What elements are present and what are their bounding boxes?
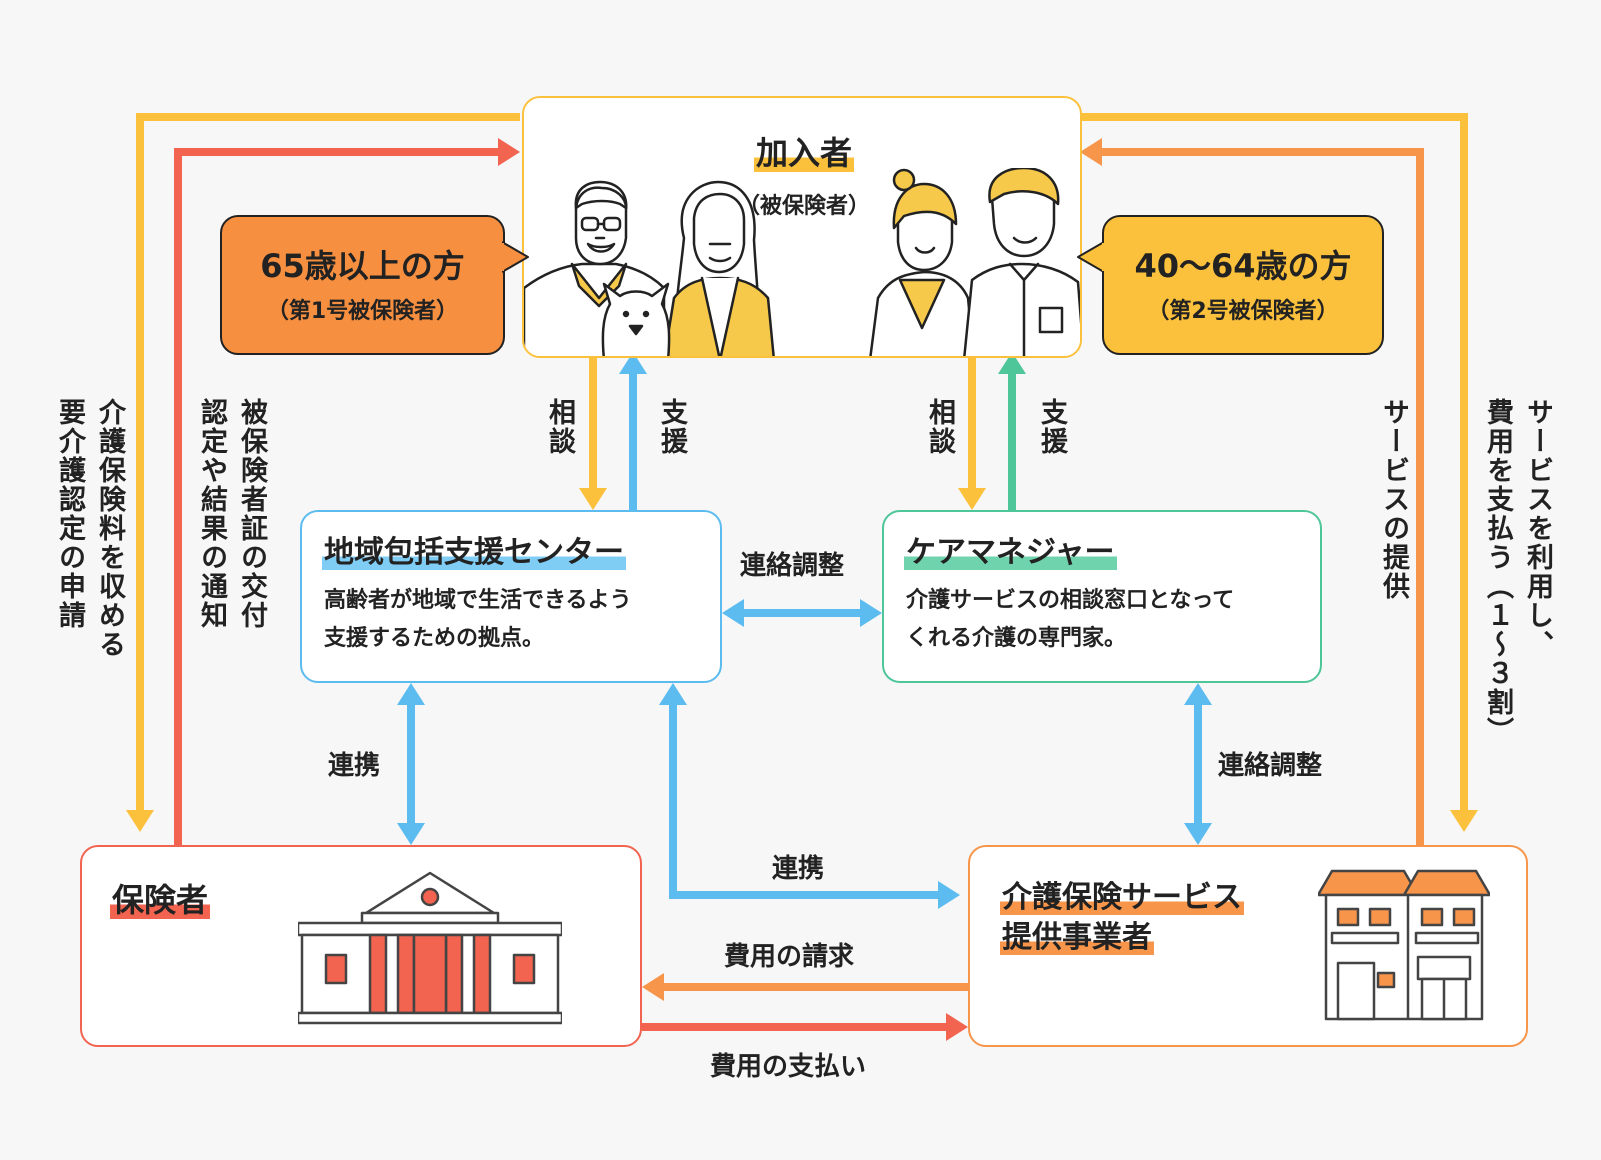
center-title: 地域包括支援センター	[322, 535, 626, 570]
arrow-head-liaison2-top	[1184, 683, 1212, 705]
member-title: 加入者	[753, 134, 854, 172]
label-cooperation-left: 連携	[328, 751, 381, 781]
label-payment: 費用の支払い	[710, 1052, 867, 1082]
arrow-service-orange	[1100, 148, 1424, 845]
arrow-head-coop2-right	[938, 881, 960, 909]
service-provider-box: 介護保険サービス 提供事業者	[968, 845, 1528, 1047]
label-left-inner-1: 被保険者証の交付	[236, 398, 267, 630]
young-couple-illustration	[869, 168, 1080, 356]
arrow-head-consult-left	[579, 488, 607, 510]
arrow-head-orange-top	[1080, 138, 1102, 166]
arrow-head-liaison2-bottom	[1184, 823, 1212, 845]
bubble-left-subtitle: （第1号被保険者）	[266, 299, 459, 324]
bubble-right-title: 40～64歳の方	[1134, 247, 1352, 285]
label-cooperation-bottom: 連携	[772, 854, 825, 884]
label-support-right: 支援	[1036, 398, 1067, 456]
provider-title-2: 提供事業者	[1000, 920, 1154, 955]
arrow-premium-yellow	[136, 113, 520, 812]
arrow-head-coop-top	[397, 683, 425, 705]
arrow-head-yellow-right	[1450, 810, 1478, 832]
arrow-cooperation-center-provider	[669, 703, 940, 899]
member-subtitle: （被保険者）	[737, 194, 870, 219]
arrow-head-consult-right	[958, 488, 986, 510]
insurer-box: 保険者	[80, 845, 642, 1047]
label-left-inner-2: 認定や結果の通知	[196, 398, 227, 630]
bubble-right-tail	[1077, 241, 1104, 273]
bubble-first-insured: 65歳以上の方 （第1号被保険者）	[220, 215, 505, 355]
label-billing: 費用の請求	[724, 942, 855, 972]
label-consult-left: 相談	[544, 398, 575, 456]
member-box: 加入者 （被保険者）	[522, 96, 1082, 358]
arrow-head-liaison-r	[860, 599, 882, 627]
label-liaison-manager-provider: 連絡調整	[1218, 751, 1323, 781]
arrow-head-support-right	[998, 352, 1026, 374]
label-support-left: 支援	[656, 398, 687, 456]
care-manager-box: ケアマネジャー 介護サービスの相談窓口となって くれる介護の専門家。	[882, 510, 1322, 683]
arrow-head-red-top	[498, 138, 520, 166]
manager-title: ケアマネジャー	[904, 535, 1117, 570]
center-desc-1: 高齢者が地域で生活できるよう	[324, 588, 632, 613]
arrow-head-yellow-left	[126, 810, 154, 832]
label-liaison-center-manager: 連絡調整	[740, 551, 845, 581]
arrow-head-billing	[642, 973, 664, 1001]
bubble-right-subtitle: （第2号被保険者）	[1147, 299, 1339, 324]
center-desc-2: 支援するための拠点。	[324, 626, 545, 651]
arrow-head-coop-bottom	[397, 823, 425, 845]
elderly-couple-illustration	[524, 180, 775, 356]
label-left-outer-1: 介護保険料を収める	[94, 398, 125, 659]
label-consult-right: 相談	[924, 398, 955, 456]
arrow-notice-red	[174, 148, 500, 845]
bubble-left-tail	[502, 241, 529, 273]
manager-desc-1: 介護サービスの相談窓口となって	[906, 588, 1235, 613]
arrow-service-fee-yellow	[1080, 113, 1468, 812]
manager-desc-2: くれる介護の専門家。	[906, 626, 1127, 651]
arrow-head-payment	[946, 1013, 968, 1041]
label-right-outer-2: 費用を支払う（１～３割）	[1482, 398, 1513, 746]
arrow-head-support-left	[619, 352, 647, 374]
provider-building-icon	[1318, 869, 1490, 1021]
bubble-second-insured: 40～64歳の方 （第2号被保険者）	[1102, 215, 1384, 355]
arrow-head-liaison-l	[722, 599, 744, 627]
bubble-left-title: 65歳以上の方	[260, 247, 465, 285]
provider-title-1: 介護保険サービス	[1000, 880, 1244, 915]
label-right-inner: サービスの提供	[1378, 398, 1409, 601]
arrow-head-coop2-top	[659, 683, 687, 705]
label-left-outer-2: 要介護認定の申請	[54, 398, 85, 630]
label-right-outer-1: サービスを利用し、	[1522, 398, 1553, 659]
community-support-center-box: 地域包括支援センター 高齢者が地域で生活できるよう 支援するための拠点。	[300, 510, 722, 683]
insurer-building-icon	[298, 871, 562, 1025]
insurer-title: 保険者	[110, 881, 211, 919]
